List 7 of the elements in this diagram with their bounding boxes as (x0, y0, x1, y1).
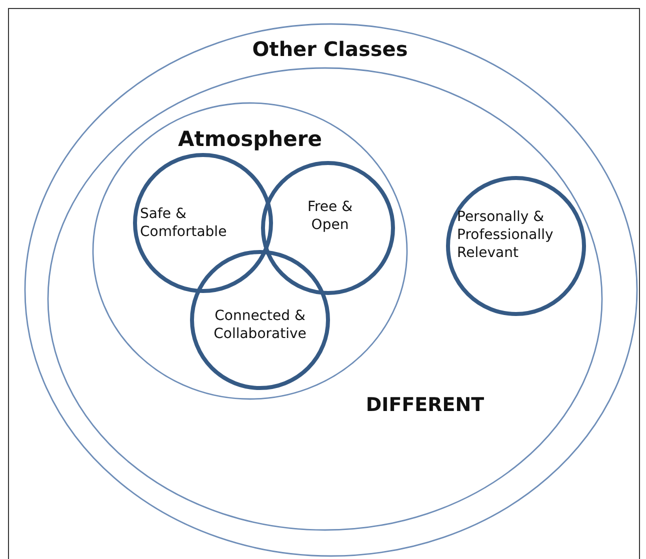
circle-label: Personally & Professionally Relevant (457, 208, 554, 263)
circle-label: Free & Open (306, 198, 354, 234)
region-heading: DIFFERENT (364, 393, 486, 418)
region-heading: Atmosphere (177, 126, 323, 153)
circle-label: Connected & Collaborative (212, 307, 308, 344)
region-heading: Other Classes (251, 36, 409, 62)
circle-label: Safe & Comfortable (140, 205, 228, 242)
